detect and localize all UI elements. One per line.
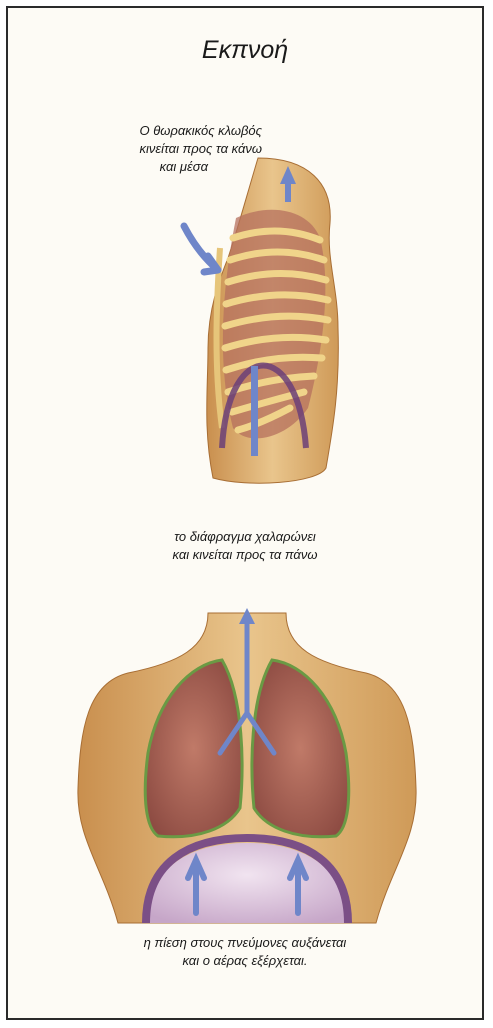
diaphragm-up-arrow-shaft: [251, 366, 258, 456]
side-torso-figure: [184, 158, 338, 483]
diagram-frame: Εκπνοή Ο θωρακικός κλωβός κινείται προς …: [6, 6, 484, 1020]
diaphragm-caption-line-2: και κινείται προς τα πάνω: [8, 546, 482, 564]
diaphragm-caption-line-1: το διάφραγμα χαλαρώνει: [8, 528, 482, 546]
ribcage-caption-line-3: και μέσα: [72, 158, 208, 176]
diaphragm-caption: το διάφραγμα χαλαρώνει και κινείται προς…: [8, 528, 482, 564]
pressure-caption: η πίεση στους πνεύμονες αυξάνεται και ο …: [8, 934, 482, 970]
ribcage-caption-line-2: κινείται προς τα κάνω: [72, 140, 262, 158]
ribcage-caption: Ο θωρακικός κλωβός κινείται προς τα κάνω…: [72, 122, 262, 176]
pressure-caption-line-2: και ο αέρας εξέρχεται.: [8, 952, 482, 970]
front-torso-figure: [78, 608, 416, 923]
ribcage-caption-line-1: Ο θωρακικός κλωβός: [72, 122, 262, 140]
pressure-caption-line-1: η πίεση στους πνεύμονες αυξάνεται: [8, 934, 482, 952]
diagram-title: Εκπνοή: [8, 36, 482, 65]
ribcage-inward-arrow: [184, 226, 218, 272]
